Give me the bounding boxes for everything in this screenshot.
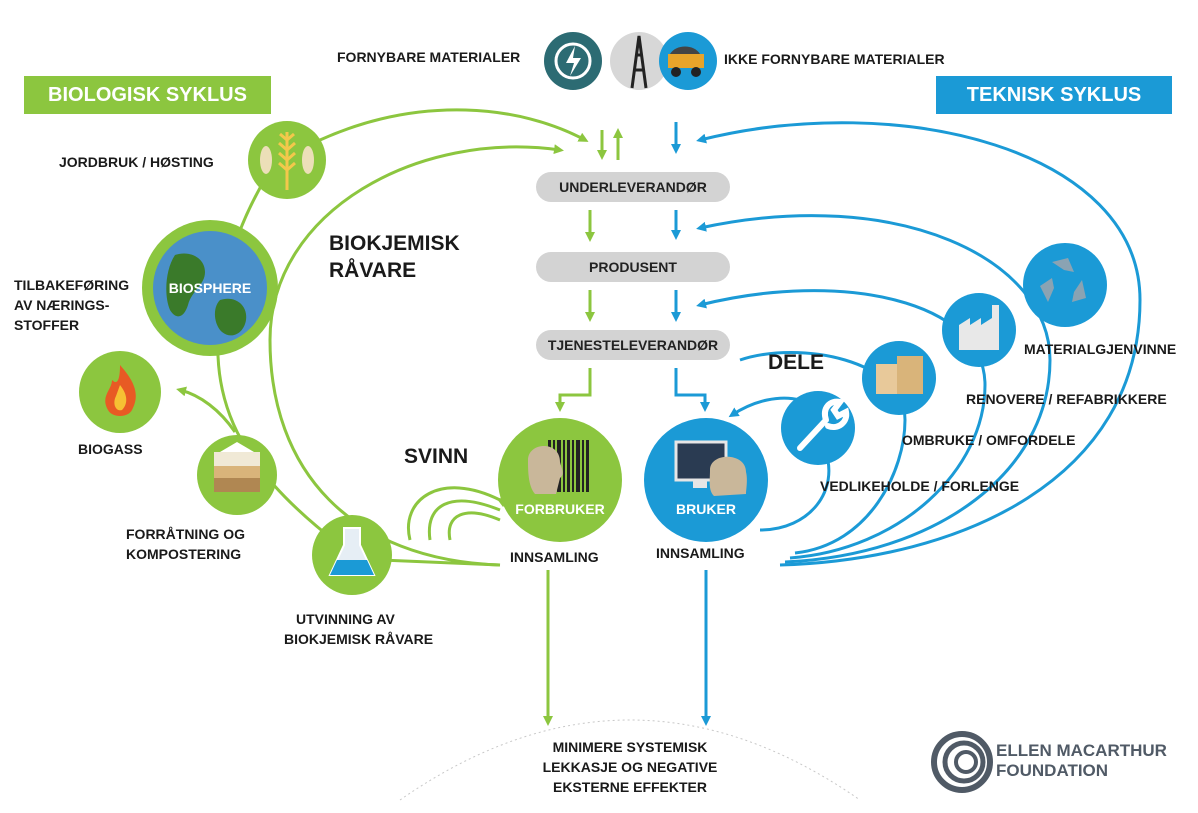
biosphere-label: BIOSPHERE: [168, 280, 252, 296]
vedlikeholde-label: VEDLIKEHOLDE / FORLENGE: [820, 478, 1020, 494]
tech-innsamling-label: INNSAMLING: [656, 545, 745, 561]
ellen-macarthur-logo: [931, 731, 993, 793]
ikke-fornybare-label: IKKE FORNYBARE MATERIALER: [724, 51, 945, 67]
logo-text-2: FOUNDATION: [996, 761, 1109, 780]
mining-truck-icon: [659, 32, 717, 90]
forbruker-circle: [498, 418, 622, 542]
biogass-label: BIOGASS: [78, 441, 143, 457]
factory-icon: [959, 305, 999, 350]
bottom-label-2: LEKKASJE OG NEGATIVE: [542, 759, 718, 775]
renewable-material-icon: [544, 32, 602, 90]
utvinning-label-1: UTVINNING AV: [296, 611, 395, 627]
recycle-icon: [1040, 258, 1086, 302]
logo-text-1: ELLEN MACARTHUR: [996, 741, 1167, 760]
renovere-label: RENOVERE / REFABRIKKERE: [966, 391, 1167, 407]
underleverandor-pill: UNDERLEVERANDØR: [536, 172, 730, 202]
bruker-circle: [644, 418, 768, 542]
renovere-circle: [942, 293, 1016, 367]
grain-icon: [278, 132, 296, 190]
person-head-icon: [528, 446, 563, 494]
continent-shape: [166, 253, 205, 317]
tilbakeforing-label-2: AV NÆRINGS-: [14, 297, 110, 313]
biosphere-circle: [142, 220, 278, 356]
materialgjenvinne-circle: [1023, 243, 1107, 327]
leakage-dashed-arc: [399, 719, 861, 801]
dele-label: DELE: [768, 351, 825, 374]
bruker-label: BRUKER: [676, 501, 736, 517]
teknisk-syklus-tag: TEKNISK SYKLUS: [936, 76, 1172, 114]
fornybare-label: FORNYBARE MATERIALER: [337, 49, 521, 65]
vedlikeholde-circle: [781, 391, 855, 465]
utvinning-circle: [312, 515, 392, 595]
forratning-label-1: FORRÅTNING OG: [126, 526, 245, 542]
biokjemisk-label-1: BIOKJEMISK: [329, 232, 460, 255]
ombruke-circle: [862, 341, 936, 415]
forratning-label-2: KOMPOSTERING: [126, 546, 242, 562]
jordbruk-label: JORDBRUK / HØSTING: [59, 154, 214, 170]
produsent-pill: PRODUSENT: [536, 252, 730, 282]
biologisk-syklus-tag: BIOLOGISK SYKLUS: [24, 76, 271, 114]
person-head-icon: [709, 456, 747, 496]
fish-grain-icon: [260, 146, 314, 174]
utvinning-label-2: BIOKJEMISK RÅVARE: [284, 631, 434, 647]
oil-rig-icon: [610, 32, 668, 90]
bio-innsamling-label: INNSAMLING: [510, 549, 599, 565]
forratning-circle: [197, 435, 277, 515]
tjenesteleverandor-pill: TJENESTELEVERANDØR: [536, 330, 730, 360]
biokjemisk-label-2: RÅVARE: [329, 259, 417, 282]
forbruker-label: FORBRUKER: [515, 501, 605, 517]
bottom-label-1: MINIMERE SYSTEMISK: [552, 739, 708, 755]
compost-layers-icon: [214, 452, 260, 466]
jordbruk-circle: [248, 121, 326, 199]
tilbakeforing-label-3: STOFFER: [14, 317, 80, 333]
bottom-label-3: EKSTERNE EFFEKTER: [552, 779, 707, 795]
materialgjenvinne-label: MATERIALGJENVINNE: [1024, 341, 1177, 357]
tech-flows: [671, 121, 1142, 726]
ombruke-label: OMBRUKE / OMFORDELE: [902, 432, 1076, 448]
svinn-label: SVINN: [404, 445, 469, 468]
tilbakeforing-label-1: TILBAKEFØRING: [14, 277, 130, 293]
biogass-circle: [79, 351, 161, 433]
wrench-icon: [797, 398, 850, 451]
